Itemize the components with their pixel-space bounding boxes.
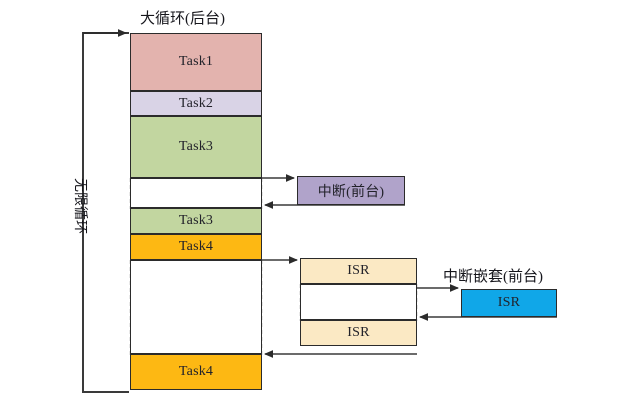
isr-nested-block-label: ISR [497, 295, 521, 310]
title-nested-interrupt: 中断嵌套(前台) [443, 269, 543, 285]
task4-block-a[interactable]: Task4 [130, 234, 262, 260]
task4-block-b[interactable]: Task4 [130, 354, 262, 390]
task4-block-b-label: Task4 [178, 364, 214, 379]
isr-nested-block[interactable]: ISR [461, 289, 557, 317]
gap-block-b [130, 260, 262, 354]
task3-block-a[interactable]: Task3 [130, 116, 262, 178]
task1-block[interactable]: Task1 [130, 33, 262, 91]
interrupt-block[interactable]: 中断(前台) [297, 176, 405, 205]
interrupt-block-label: 中断(前台) [317, 184, 385, 200]
task3-block-b-label: Task3 [178, 213, 214, 228]
isr-block-a-label: ISR [347, 263, 370, 278]
task3-block-a-label: Task3 [178, 139, 214, 154]
isr-block-b[interactable]: ISR [300, 320, 417, 346]
title-background-loop: 大循环(后台) [140, 11, 225, 27]
gap-block-a [130, 178, 262, 208]
task1-block-label: Task1 [178, 54, 214, 69]
infinite-loop-bracket [82, 29, 129, 393]
label-infinite-loop: 无限循环 [72, 178, 87, 234]
task3-block-b[interactable]: Task3 [130, 208, 262, 234]
isr-gap [300, 284, 417, 320]
figure-caption [235, 396, 465, 404]
task4-block-a-label: Task4 [178, 239, 214, 254]
task2-block-label: Task2 [178, 95, 214, 111]
isr-block-a[interactable]: ISR [300, 258, 417, 284]
task2-block[interactable]: Task2 [130, 91, 262, 116]
isr-block-b-label: ISR [347, 325, 370, 340]
